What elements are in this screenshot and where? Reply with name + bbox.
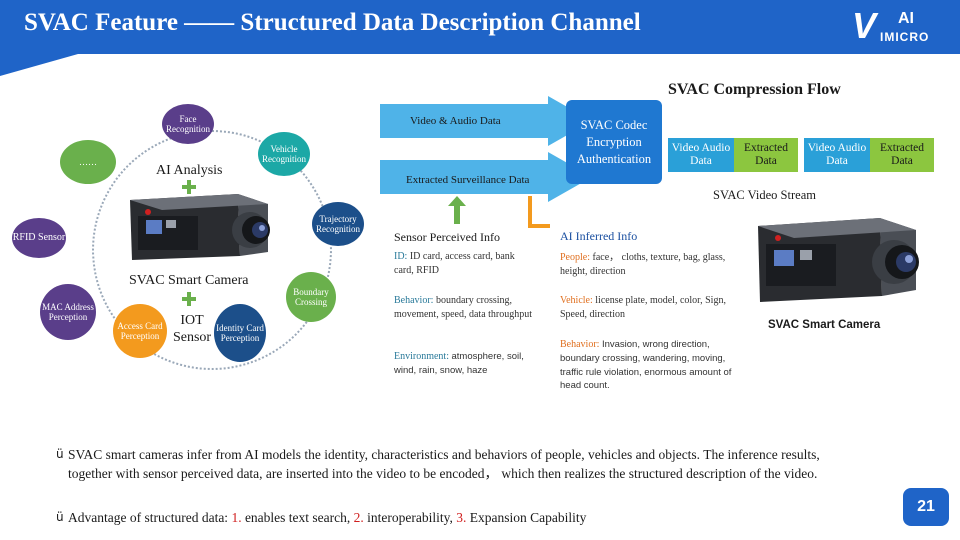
ai-people-label: People: [560,252,590,263]
advantage-2: interoperability, [367,510,453,525]
ai-people-info: People: face， cloths, texture, bag, glas… [560,251,732,278]
ai-vehicle-label: Vehicle: [560,295,593,306]
circle-face-recognition: Face Recognition [162,104,214,144]
smart-camera-label: SVAC Smart Camera [129,273,249,288]
ai-inferred-connector [528,196,550,228]
advantage-number-1: 1. [231,510,242,525]
advantage-number-2: 2. [353,510,364,525]
check-icon: ü [56,510,64,524]
svac-codec-box: SVAC Codec Encryption Authentication [566,100,662,184]
sensor-environment-info: Environment: atmosphere, soil, wind, rai… [394,350,532,378]
ai-vehicle-text: license plate, model, color, Sign, Speed… [560,295,726,320]
check-icon: ü [56,447,64,461]
circle-more: …… [60,140,116,184]
advantage-1: enables text search, [244,510,351,525]
sensor-environment-label: Environment: [394,351,449,362]
sensor-environment-text: atmosphere, soil, wind, rain, snow, haze [394,351,524,376]
circle-boundary-crossing: Boundary Crossing [286,272,336,322]
page-number: 21 [903,488,949,526]
video-audio-arrow [380,96,592,146]
logo-ai: AI [898,10,914,27]
circle-mac-address: MAC Address Perception [40,284,96,340]
title-bar [0,0,960,54]
smart-camera-image [758,218,919,302]
extracted-data-arrow [380,152,592,202]
sensor-up-arrow [448,196,466,224]
ai-vehicle-info: Vehicle: license plate, model, color, Si… [560,294,736,321]
stream-block-extracted: Extracted Data [870,138,934,172]
logo-v: V [852,5,877,46]
sensor-id-label: ID: [394,251,408,262]
bullet-advantages: ü Advantage of structured data: 1. enabl… [56,508,756,527]
advantages-prefix: Advantage of structured data: [68,510,229,525]
sensor-behavior-text: boundary crossing, movement, speed, data… [394,295,533,320]
ai-behavior-text: Invasion, wrong direction, boundary cros… [560,339,732,392]
plus-icon [182,180,196,194]
stream-block-video-audio: Video Audio Data [668,138,734,172]
ai-people-text: face， cloths, texture, bag, glass, heigh… [560,252,726,277]
circle-vehicle-recognition: Vehicle Recognition [258,132,310,176]
title-bar-accent-tail [0,54,78,76]
compression-flow-title: SVAC Compression Flow [668,81,841,98]
bullet-structured-description-text: SVAC smart cameras infer from AI models … [68,447,820,481]
circle-rfid-sensor: RFID Sensor [12,218,66,258]
sensor-id-text: ID card, access card, bank card, RFID [394,251,515,276]
video-audio-arrow-label: Video & Audio Data [410,115,501,127]
advantage-3: Expansion Capability [469,510,587,525]
sensor-id-info: ID: ID card, access card, bank card, RFI… [394,250,532,277]
advantage-number-3: 3. [456,510,467,525]
extracted-data-arrow-label: Extracted Surveillance Data [406,174,530,186]
plus-icon [182,292,196,306]
smart-camera-image [130,194,270,260]
iot-sensor-label: IOT Sensor [172,313,212,345]
page-title: SVAC Feature —— Structured Data Descript… [24,9,641,36]
vimicro-logo: V AI IMICRO [852,8,942,48]
ai-behavior-info: Behavior: Invasion, wrong direction, bou… [560,338,740,393]
circle-identity-card: Identity Card Perception [214,304,266,362]
circle-access-card: Access Card Perception [113,304,167,358]
ai-inferred-header: AI Inferred Info [560,229,638,243]
bullet-structured-description: ü SVAC smart cameras infer from AI model… [56,445,856,483]
ai-analysis-label: AI Analysis [156,163,223,178]
logo-imicro: IMICRO [880,30,930,44]
circle-trajectory-recognition: Trajectory Recognition [312,202,364,246]
stream-block-video-audio: Video Audio Data [804,138,870,172]
smart-camera-label-right: SVAC Smart Camera [768,319,881,331]
video-stream-label: SVAC Video Stream [713,188,816,202]
sensor-behavior-label: Behavior: [394,295,434,306]
stream-block-extracted: Extracted Data [734,138,798,172]
sensor-perceived-header: Sensor Perceived Info [394,230,500,244]
sensor-behavior-info: Behavior: boundary crossing, movement, s… [394,294,536,321]
ai-behavior-label: Behavior: [560,339,600,350]
